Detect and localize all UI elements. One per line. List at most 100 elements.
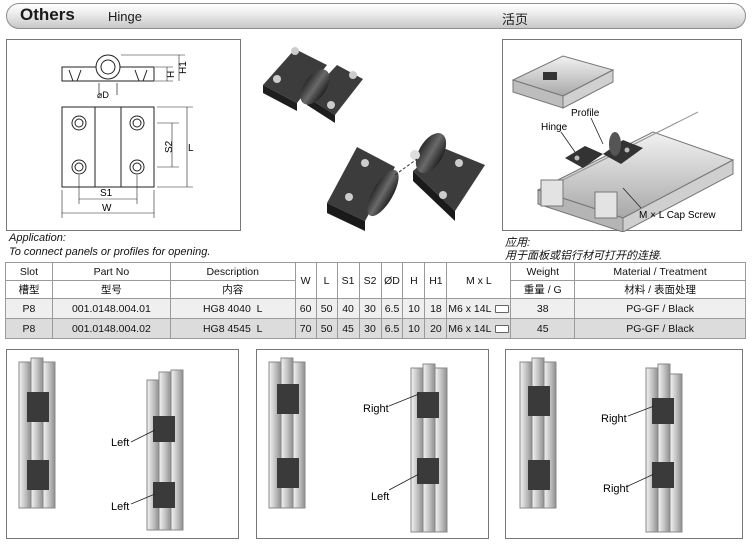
application-text-cn: 用于面板或铝行材可打开的连接. (505, 250, 663, 262)
cell-s2: 30 (358, 318, 382, 339)
assembly-panel: Profile Hinge M × L Cap Screw (502, 39, 742, 233)
cell-s1: 45 (336, 318, 360, 339)
mxl-text: M6 x 14L (448, 302, 492, 315)
cell-d: 6.5 (380, 318, 404, 339)
cell-h: 10 (402, 318, 426, 339)
profile-illustration-2: Right Left (268, 357, 448, 533)
cell-slot: P8 (5, 318, 53, 339)
profile-illustration-3: Right Right (519, 357, 683, 533)
col-slot: Slot (5, 262, 53, 281)
cell-w: 60 (294, 298, 317, 319)
technical-drawing: ⌀D H H1 S2 L S1 W (61, 54, 194, 218)
hinge (277, 458, 299, 488)
cell-material: PG-GF / Black (574, 318, 746, 339)
hinge (153, 482, 175, 508)
col-material: Material / Treatment (574, 262, 746, 281)
cell-s1: 40 (336, 298, 360, 319)
col-description: Description (169, 262, 296, 281)
product-name-cn: 活页 (502, 12, 529, 27)
description-text: HG8 4040 (202, 302, 251, 315)
col-h: H (402, 262, 426, 299)
profile-illustration-1: Left Left (18, 357, 184, 531)
hinge (153, 416, 175, 442)
cell-l: 50 (315, 298, 338, 319)
cell-part-no: 001.0148.004.01 (51, 298, 171, 319)
hinge (277, 384, 299, 414)
hinge (528, 460, 550, 490)
cell-weight: 38 (510, 298, 576, 319)
col-s1: S1 (336, 262, 360, 299)
cell-l: 50 (315, 318, 338, 339)
description-suffix: L (256, 322, 263, 335)
col-description-cn: 内容 (169, 280, 296, 299)
header-bar (6, 3, 746, 29)
cell-mxl: M6 x 14L (446, 298, 512, 319)
table-row: P8 001.0148.004.01 HG8 4040 L 60 50 40 3… (5, 298, 746, 319)
profile-label: Profile (571, 108, 600, 119)
application-panel-3: Right Right (505, 349, 743, 539)
col-l: L (315, 262, 338, 299)
technical-drawing-panel: ⌀D H H1 S2 L S1 W (6, 39, 241, 231)
label-right: Right (363, 403, 389, 415)
d-label: ⌀D (97, 90, 109, 100)
description-suffix: L (256, 302, 263, 315)
col-s2: S2 (358, 262, 382, 299)
col-material-cn: 材料 / 表面处理 (574, 280, 746, 299)
screw-icon (495, 304, 510, 313)
cell-description: HG8 4040 L (169, 298, 296, 319)
cell-part-no: 001.0148.004.02 (51, 318, 171, 339)
pin-hole (100, 59, 116, 75)
label-left: Left (111, 501, 129, 513)
hinge (27, 392, 49, 422)
label-left: Left (111, 437, 129, 449)
cell-h1: 20 (424, 318, 448, 339)
hinge-leaf-left (263, 49, 327, 103)
application-title-cn: 应用: (505, 237, 531, 249)
application-panel-2: Right Left (256, 349, 489, 539)
table-header-row: Slot Part No Description W L S1 S2 ØD H … (5, 262, 746, 299)
label-right: Right (601, 413, 627, 425)
cell-mxl: M6 x 14L (446, 318, 512, 339)
hinge (417, 458, 439, 484)
cap-screw-label: M × L Cap Screw (639, 210, 716, 221)
hinge-knuckle (300, 69, 330, 105)
cell-description: HG8 4545 L (169, 318, 296, 339)
cell-slot: P8 (5, 298, 53, 319)
s1-label: S1 (100, 188, 113, 199)
table-row: P8 001.0148.004.02 HG8 4545 L 70 50 45 3… (5, 318, 746, 339)
assembly-hinge (565, 146, 603, 168)
col-h1: H1 (424, 262, 448, 299)
hinge-3d-render (263, 47, 485, 231)
h1-label: H1 (178, 61, 189, 74)
cell-h: 10 (402, 298, 426, 319)
hinge (417, 392, 439, 418)
col-d: ØD (380, 262, 404, 299)
col-part-no: Part No (51, 262, 171, 281)
col-weight-cn: 重量 / G (510, 280, 576, 299)
col-w: W (294, 262, 317, 299)
label-left: Left (371, 491, 389, 503)
screw-icon (495, 324, 510, 333)
col-weight: Weight (510, 262, 576, 281)
spec-table: Slot Part No Description W L S1 S2 ØD H … (5, 262, 746, 339)
cell-s2: 30 (358, 298, 382, 319)
label-right: Right (603, 483, 629, 495)
cell-d: 6.5 (380, 298, 404, 319)
hinge (27, 460, 49, 490)
hinge (652, 462, 674, 488)
s2-label: S2 (164, 140, 175, 153)
assembly-illustration: Profile Hinge M × L Cap Screw (511, 55, 735, 233)
cell-material: PG-GF / Black (574, 298, 746, 319)
col-slot-cn: 槽型 (5, 280, 53, 299)
application-panel-1: Left Left (6, 349, 239, 539)
category-title: Others (20, 5, 75, 24)
cell-w: 70 (294, 318, 317, 339)
product-name: Hinge (108, 9, 142, 24)
col-mxl: M x L (446, 262, 512, 299)
hinge (652, 398, 674, 424)
application-title: Application: (9, 232, 66, 244)
l-label: L (188, 143, 194, 154)
application-text: To connect panels or profiles for openin… (9, 246, 211, 258)
col-part-no-cn: 型号 (51, 280, 171, 299)
hinge-label: Hinge (541, 122, 568, 133)
